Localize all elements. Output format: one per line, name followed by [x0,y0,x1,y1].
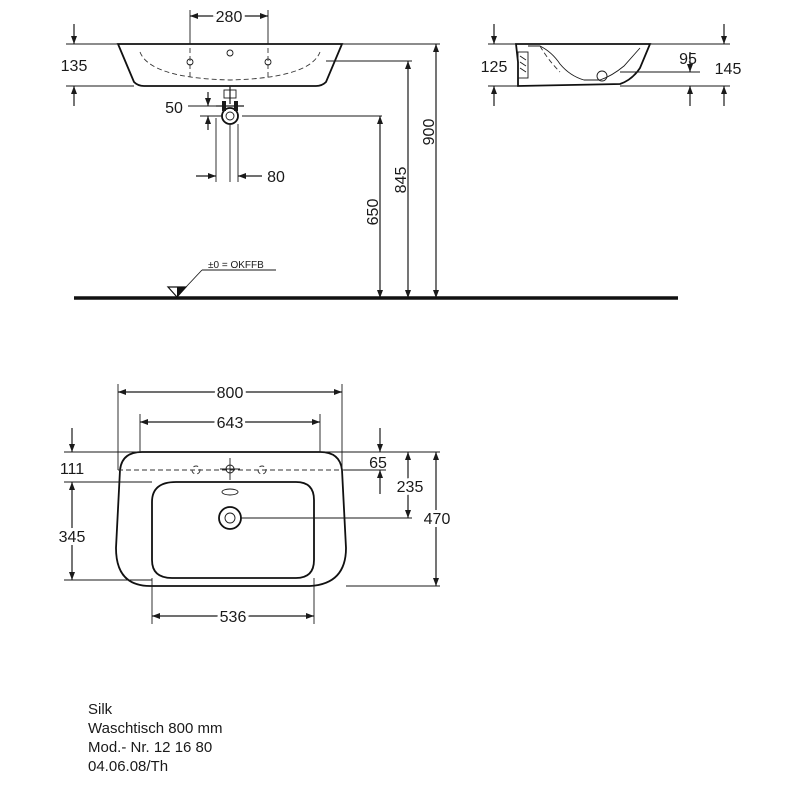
floor-level-marker: ±0 = OKFFB [166,260,276,298]
tap-hole-center [226,49,234,57]
product-name: Silk [88,701,113,718]
dim-drain-offset-80: 80 [267,169,285,186]
front-basin-outline [116,43,344,87]
dim-plan-basin-536: 536 [220,609,247,626]
product-description: Waschtisch 800 mm [88,720,223,737]
model-number: Mod.- Nr. 12 16 80 [88,739,213,756]
dim-side-95: 95 [679,51,697,68]
dim-side-145: 145 [715,61,742,78]
dim-plan-65: 65 [369,455,387,472]
title-block: Silk Waschtisch 800 mm Mod.- Nr. 12 16 8… [88,700,222,776]
drawing-date: 04.06.08/Th [88,758,169,775]
floor-level-label: ±0 = OKFFB [208,260,264,271]
dim-rim-height: 135 [61,58,88,75]
dim-side-125: 125 [481,59,508,76]
dim-plan-345: 345 [59,529,86,546]
side-basin-outline [514,43,652,87]
plan-drain [218,506,242,530]
dim-height-845: 845 [393,167,410,194]
waste-fitting [216,86,244,182]
side-section: 125 95 145 [481,24,742,106]
dim-plan-470: 470 [424,511,451,528]
dim-height-900: 900 [421,119,438,146]
plan-basin-bowl [151,481,315,579]
front-basin-bowl-hidden [139,51,321,81]
dim-plan-inner-643: 643 [217,415,244,432]
dim-plan-width-800: 800 [217,385,244,402]
dim-tap-spacing: 280 [216,9,243,26]
dim-offset-50: 50 [165,100,183,117]
front-elevation: 280 135 50 [61,6,678,300]
dim-height-650: 650 [365,199,382,226]
dim-plan-111: 111 [60,461,84,478]
dim-plan-235: 235 [397,479,424,496]
plan-view: 800 643 536 111 345 65 [56,382,454,629]
